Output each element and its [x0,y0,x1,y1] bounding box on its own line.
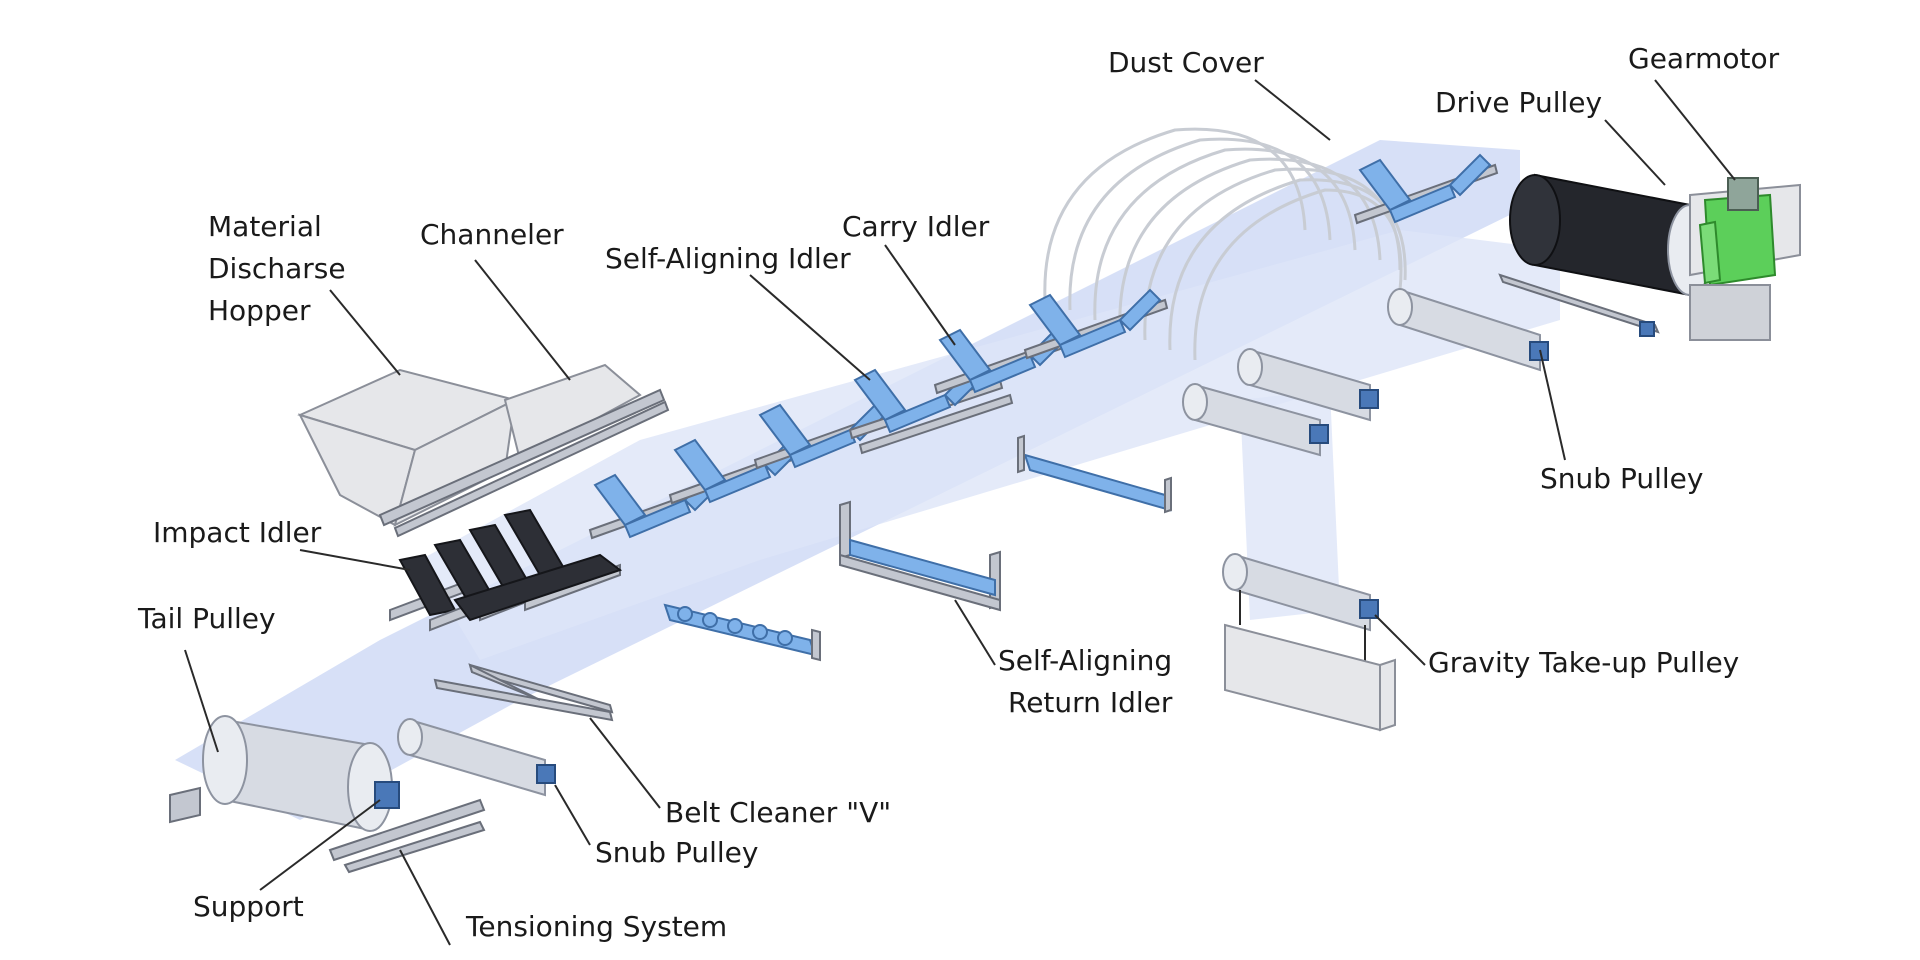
leader-belt-cleaner-v [589,717,661,809]
leader-drive-pulley [1604,119,1666,186]
label-dust-cover: Dust Cover [1108,46,1264,79]
self-aligning-return-idler [839,500,1001,612]
label-self-aligning-return-idler-line1: Self-Aligning [998,644,1172,677]
label-gravity-take-up-pulley: Gravity Take-up Pulley [1428,646,1739,679]
material-discharge-hopper [297,368,518,527]
return-idler [1017,434,1172,514]
leader-snub-pulley-bottom [554,784,591,846]
support [169,781,400,824]
leader-channeler [474,259,571,381]
label-gearmotor: Gearmotor [1628,42,1780,75]
snub-pulley-top [1387,288,1549,372]
impact-idler-set [389,508,623,632]
gravity-take-up-pulley [1222,553,1379,632]
leader-gravity-take-up-pulley [1374,614,1426,666]
spiral-return-idler [663,603,821,662]
leader-impact-idler [299,549,411,571]
label-belt-cleaner-v: Belt Cleaner "V" [665,796,891,829]
bend-pulley [1182,383,1329,457]
label-material-discharge-hopper-line3: Hopper [208,294,311,327]
leader-carry-idler [884,244,956,346]
carry-idler [1353,153,1499,225]
carry-idler-set [588,153,1499,540]
leader-self-aligning-idler [749,274,871,381]
leader-gearmotor [1654,79,1736,181]
leader-dust-cover [1254,79,1331,141]
leader-snub-pulley-top [1539,349,1566,461]
label-self-aligning-return-idler-line2: Return Idler [1008,686,1173,719]
label-material-discharge-hopper-line2: Discharse [208,252,346,285]
label-material-discharge-hopper-line1: Material [208,210,322,243]
label-drive-pulley: Drive Pulley [1435,86,1602,119]
channeler [378,363,670,538]
labels: Dust Cover Gearmotor Drive Pulley Materi… [137,42,1780,943]
conveyor-belt [175,140,1560,820]
label-tail-pulley: Tail Pulley [137,602,276,635]
label-tensioning-system: Tensioning System [465,910,727,943]
label-impact-idler: Impact Idler [153,516,322,549]
label-self-aligning-idler: Self-Aligning Idler [605,242,851,275]
tail-pulley [202,715,393,832]
belt-cleaner-top [1498,273,1660,337]
carry-idler [1023,288,1169,360]
leader-tensioning-system [399,849,451,946]
gearmotor [1689,177,1801,341]
leader-lines [184,79,1736,946]
belt-cleaner-v [433,663,614,722]
bend-pulley [1237,348,1379,422]
leader-support [259,799,381,891]
tensioning-system [328,798,486,874]
label-carry-idler: Carry Idler [842,210,990,243]
return-idler-set [663,434,1172,662]
label-support: Support [193,890,304,923]
label-snub-pulley-top: Snub Pulley [1540,462,1703,495]
leader-material-discharge-hopper [329,289,401,376]
take-up-counterweight [1224,590,1396,732]
label-snub-pulley-bottom: Snub Pulley [595,836,758,869]
label-channeler: Channeler [420,218,564,251]
leader-tail-pulley [184,649,219,753]
snub-pulley-bottom [397,718,556,797]
leader-self-aligning-return-idler [954,599,996,666]
